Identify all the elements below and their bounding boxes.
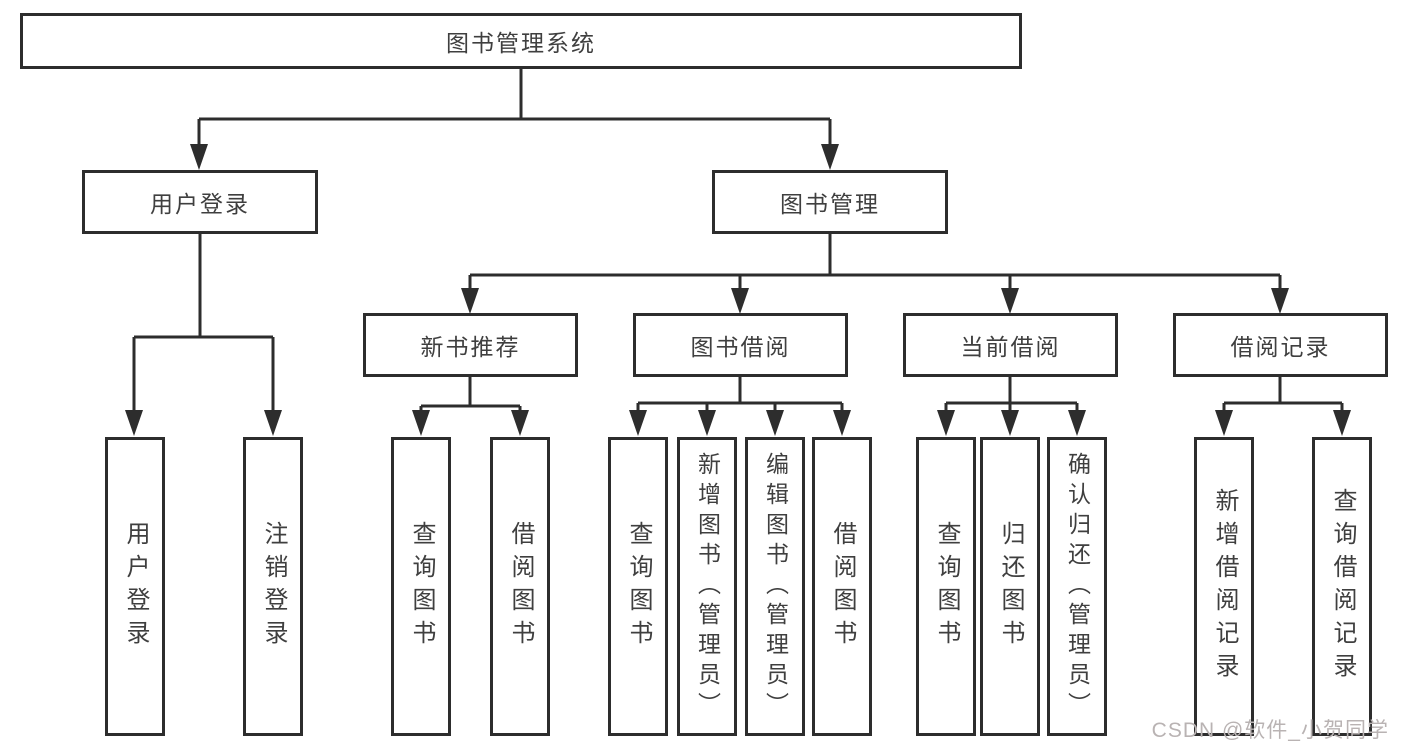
leaf-borrow-books-1-label: 借阅图书 bbox=[507, 520, 534, 653]
node-book-borrow: 图书借阅 bbox=[633, 313, 848, 377]
leaf-add-borrow-record-label: 新增借阅记录 bbox=[1211, 487, 1238, 686]
leaf-query-books-3-label: 查询图书 bbox=[933, 520, 960, 653]
node-user-login-module: 用户登录 bbox=[82, 170, 318, 234]
node-root-system: 图书管理系统 bbox=[20, 13, 1022, 69]
node-current-borrow-label: 当前借阅 bbox=[960, 334, 1061, 360]
leaf-edit-books-admin-label: 编辑图书（管理员） bbox=[762, 451, 789, 722]
leaf-query-books-2-label: 查询图书 bbox=[625, 520, 652, 653]
node-current-borrow: 当前借阅 bbox=[903, 313, 1118, 377]
leaf-confirm-return-admin-label: 确认归还（管理员） bbox=[1064, 451, 1091, 722]
leaf-return-books: 归还图书 bbox=[980, 437, 1040, 736]
leaf-query-books-1-label: 查询图书 bbox=[408, 520, 435, 653]
node-book-borrow-label: 图书借阅 bbox=[690, 334, 791, 360]
node-new-book-recommend: 新书推荐 bbox=[363, 313, 578, 377]
leaf-logout: 注销登录 bbox=[243, 437, 303, 736]
leaf-add-books-admin-label: 新增图书（管理员） bbox=[694, 451, 721, 722]
leaf-add-books-admin: 新增图书（管理员） bbox=[677, 437, 737, 736]
node-new-book-recommend-label: 新书推荐 bbox=[420, 334, 521, 360]
leaf-user-login: 用户登录 bbox=[105, 437, 165, 736]
leaf-query-borrow-record: 查询借阅记录 bbox=[1312, 437, 1372, 736]
leaf-return-books-label: 归还图书 bbox=[997, 520, 1024, 653]
node-borrow-records-label: 借阅记录 bbox=[1230, 334, 1331, 360]
node-user-login-label: 用户登录 bbox=[150, 191, 250, 217]
leaf-confirm-return-admin: 确认归还（管理员） bbox=[1047, 437, 1107, 736]
leaf-user-login-label: 用户登录 bbox=[122, 520, 149, 653]
leaf-query-borrow-record-label: 查询借阅记录 bbox=[1329, 487, 1356, 686]
node-borrow-records: 借阅记录 bbox=[1173, 313, 1388, 377]
node-book-management-module: 图书管理 bbox=[712, 170, 948, 234]
leaf-borrow-books-1: 借阅图书 bbox=[490, 437, 550, 736]
node-book-management-label: 图书管理 bbox=[780, 191, 880, 217]
leaf-borrow-books-2: 借阅图书 bbox=[812, 437, 872, 736]
leaf-query-books-1: 查询图书 bbox=[391, 437, 451, 736]
csdn-watermark: CSDN @软件_小贺同学 bbox=[1151, 719, 1389, 742]
leaf-logout-label: 注销登录 bbox=[260, 520, 287, 653]
node-root-label: 图书管理系统 bbox=[446, 30, 596, 56]
leaf-query-books-2: 查询图书 bbox=[608, 437, 668, 736]
leaf-add-borrow-record: 新增借阅记录 bbox=[1194, 437, 1254, 736]
leaf-borrow-books-2-label: 借阅图书 bbox=[829, 520, 856, 653]
leaf-query-books-3: 查询图书 bbox=[916, 437, 976, 736]
leaf-edit-books-admin: 编辑图书（管理员） bbox=[745, 437, 805, 736]
